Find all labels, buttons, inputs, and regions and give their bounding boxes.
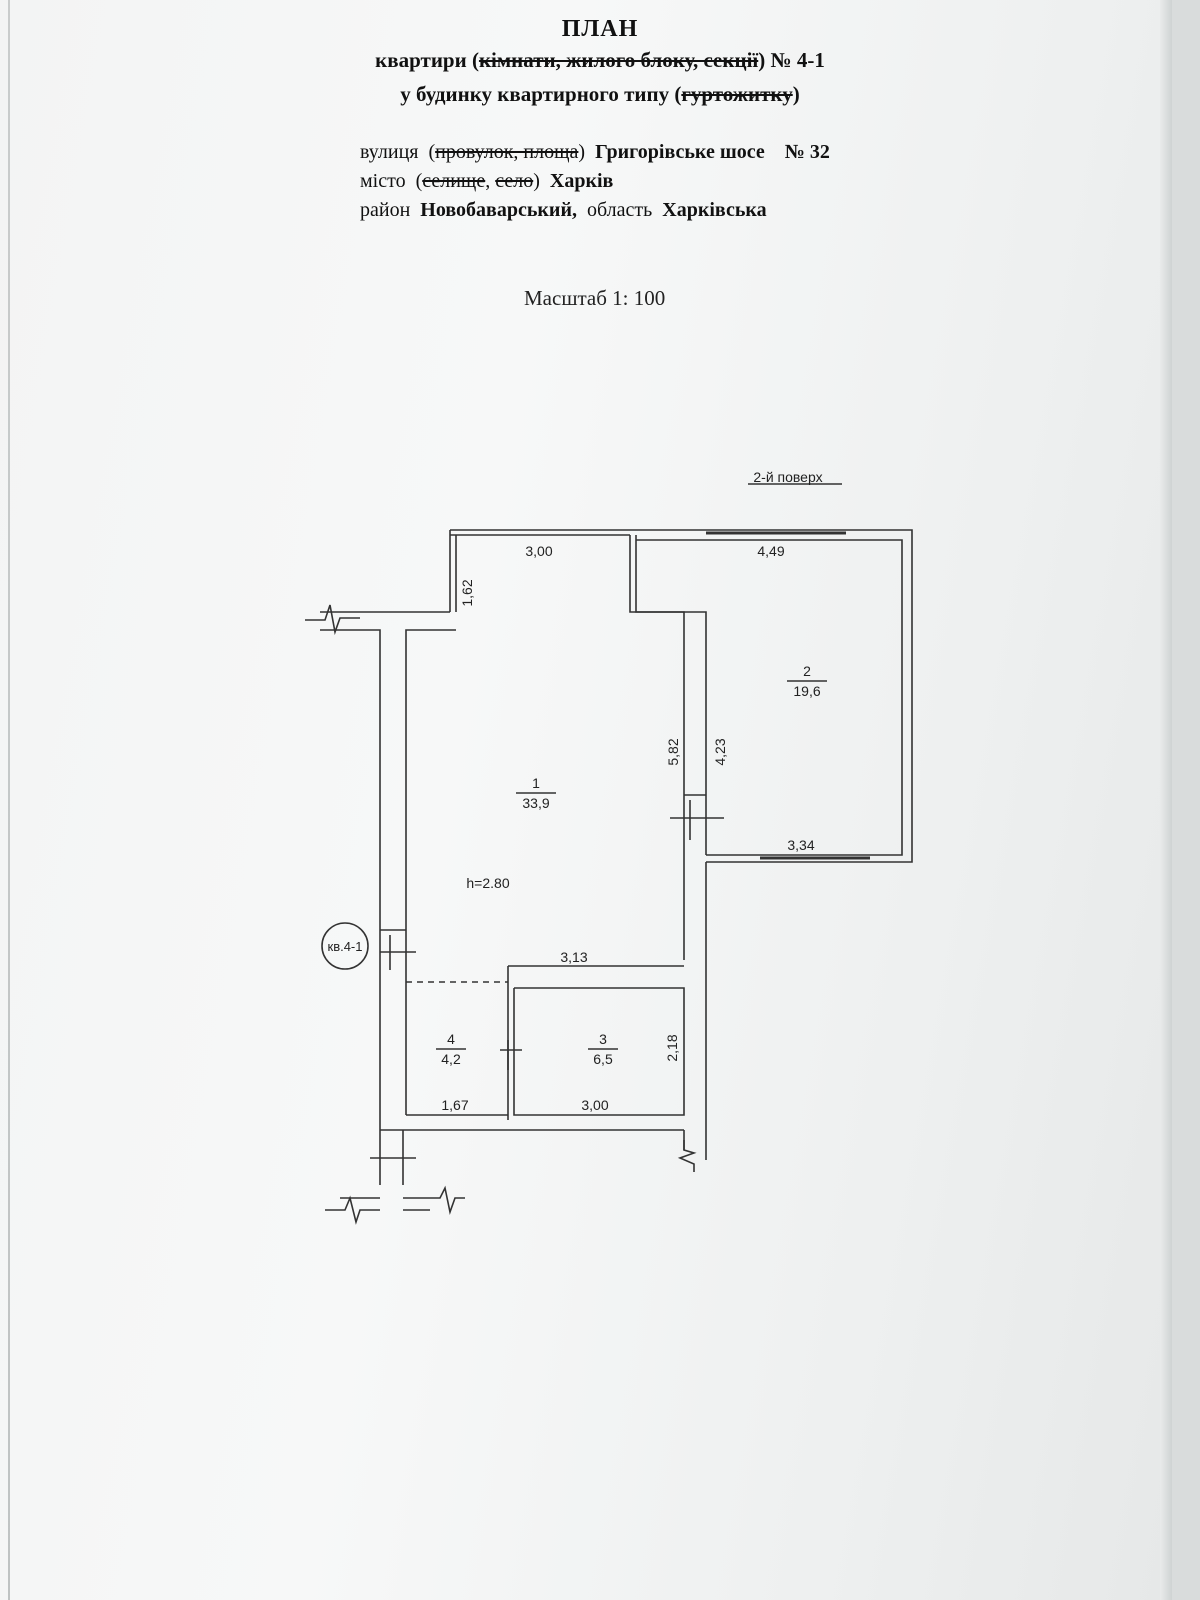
room2-outer-wall — [630, 529, 913, 863]
room2-area: 19,6 — [793, 683, 820, 699]
dim-room1-right: 5,82 — [665, 738, 681, 765]
building-type-prefix: у будинку квартирного типу ( — [400, 82, 682, 106]
dim-room3-right: 2,18 — [664, 1034, 680, 1061]
room2-left-wall — [635, 535, 707, 855]
scale-label: Масштаб 1: 100 — [524, 286, 666, 310]
region-label: область — [586, 199, 653, 221]
room4-area: 4,2 — [441, 1051, 461, 1067]
street-struck: провулок, площа — [435, 141, 579, 163]
room4-number: 4 — [447, 1031, 455, 1047]
wall-break-symbol-bottom — [677, 1140, 697, 1172]
street-paren-open: ( — [428, 141, 436, 163]
city-label: місто — [360, 170, 406, 192]
district-label: район — [360, 199, 411, 221]
apartment-line-struck: кімнати, жилого блоку, секції — [478, 48, 759, 72]
city-struck-1: селище — [422, 170, 486, 192]
district-line: район Новобаварський, область Харківська — [360, 199, 767, 222]
dim-room2-left: 4,23 — [712, 738, 728, 765]
plan-walls — [305, 483, 913, 1225]
floor-label: 2-й поверх — [753, 469, 822, 485]
street-line: вулиця (провулок, площа) Григорівське шосе… — [360, 141, 830, 164]
apartment-number: ) № 4-1 — [758, 48, 825, 72]
city-comma: , — [485, 170, 496, 192]
room1-left-wall — [405, 629, 456, 1115]
wall-break-symbol-entrance-left — [325, 1195, 380, 1225]
city-name: Харків — [549, 170, 614, 192]
dim-room2-bottom: 3,34 — [787, 837, 814, 853]
street-label: вулиця — [360, 141, 419, 163]
room1-number: 1 — [532, 775, 540, 791]
apartment-line-prefix: квартири ( — [375, 48, 479, 72]
room1-area: 33,9 — [522, 795, 549, 811]
wall-break-symbol-entrance-right — [403, 1185, 465, 1215]
paper-edge — [1160, 0, 1172, 1600]
city-struck-2: село — [495, 170, 534, 192]
building-type-line: у будинку квартирного типу (гуртожитку) — [0, 82, 1200, 107]
room3-area: 6,5 — [593, 1051, 613, 1067]
room2-inner-wall — [636, 539, 903, 856]
city-paren-open: ( — [415, 170, 423, 192]
paper-fold — [8, 0, 10, 1600]
region-name: Харківська — [662, 199, 767, 221]
apartment-marker-label: кв.4-1 — [328, 939, 363, 954]
wall-break-symbol-left — [305, 604, 360, 636]
dim-room2-top: 4,49 — [757, 543, 784, 559]
apartment-marker-circle — [321, 922, 369, 970]
room2-number: 2 — [803, 663, 811, 679]
plan-labels: 2-й поверх кв.4-1 h=2.80 1 33,9 2 19,6 3… — [328, 469, 823, 1113]
street-paren-close: ) — [578, 141, 586, 163]
left-wing-outer-wall — [320, 629, 381, 1130]
room3-number: 3 — [599, 1031, 607, 1047]
city-paren-close: ) — [533, 170, 540, 192]
dim-room3-bottom: 3,00 — [581, 1097, 608, 1113]
district-name: Новобаварський, — [420, 199, 577, 221]
street-number: № 32 — [784, 141, 830, 163]
street-name: Григорівське шосе — [595, 141, 765, 163]
building-type-struck: гуртожитку — [681, 82, 793, 106]
building-type-suffix: ) — [792, 82, 800, 106]
dim-balcony-width: 3,00 — [525, 543, 552, 559]
paper-sheet — [0, 0, 1172, 1600]
document-title: ПЛАН — [561, 16, 639, 42]
apartment-line: квартири (кімнати, жилого блоку, секції)… — [0, 48, 1200, 73]
dim-room1-bottom: 3,13 — [560, 949, 587, 965]
city-line: місто (селище, село) Харків — [360, 170, 613, 193]
dim-balcony-depth: 1,62 — [459, 579, 475, 606]
room3-walls — [513, 987, 685, 1116]
dim-room4-bottom: 1,67 — [441, 1097, 468, 1113]
ceiling-height-label: h=2.80 — [466, 875, 509, 891]
